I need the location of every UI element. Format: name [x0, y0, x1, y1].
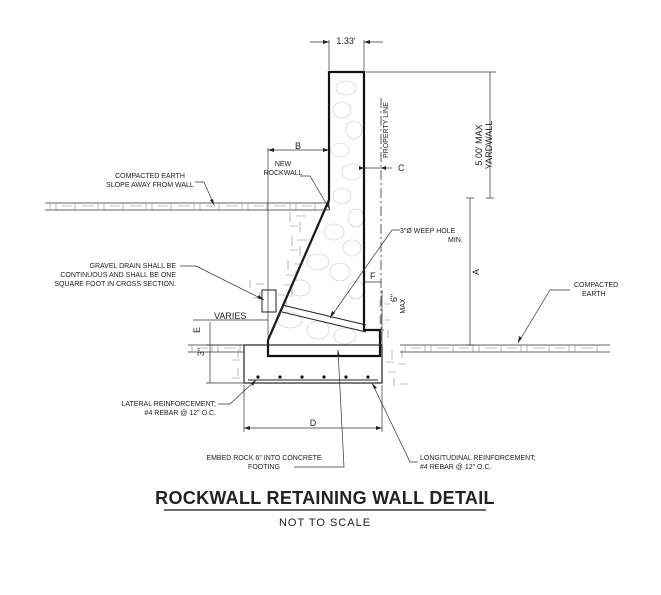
lateral-reinforcement-callout: LATERAL REINFORCEMENT; #4 REBAR @ 12" O.… — [121, 379, 257, 417]
dim-six-max: 6" MAX — [380, 290, 407, 345]
dim-b-label: B — [295, 141, 301, 151]
compacted-earth-right-callout: COMPACTED EARTH — [517, 282, 618, 344]
dim-top-width: 1.33' — [310, 36, 383, 70]
svg-text:SLOPE AWAY FROM WALL: SLOPE AWAY FROM WALL — [106, 182, 194, 189]
wall-stone-texture — [277, 80, 365, 345]
svg-text:GRAVEL DRAIN SHALL BE: GRAVEL DRAIN SHALL BE — [90, 263, 177, 270]
dim-d-label: D — [310, 418, 317, 428]
dim-c: C — [359, 163, 405, 173]
backfill-hatch — [249, 212, 307, 308]
svg-text:COMPACTED EARTH: COMPACTED EARTH — [115, 173, 185, 180]
varies-label: VARIES — [214, 311, 246, 321]
gravel-drain — [261, 289, 277, 313]
dim-e: VARIES E — [192, 311, 268, 346]
svg-text:#4 REBAR @ 12" O.C.: #4 REBAR @ 12" O.C. — [145, 410, 217, 417]
concrete-footing — [243, 344, 383, 384]
ground-hatch-left-upper — [45, 202, 330, 211]
dim-three: 3" — [196, 345, 244, 384]
dim-max-label: MAX — [400, 298, 407, 314]
svg-text:3"Ø WEEP HOLE: 3"Ø WEEP HOLE — [400, 228, 456, 235]
dim-d: D — [243, 385, 383, 432]
property-line-label: PROPERTY LINE — [383, 102, 390, 158]
weep-hole-pipe — [281, 304, 367, 333]
dim-height: 5.00' MAX YARDWALL — [366, 71, 496, 199]
drawing-subtitle: NOT TO SCALE — [279, 517, 371, 529]
new-rockwall-callout: NEW ROCKWALL — [263, 161, 331, 211]
ground-hatch-right — [400, 344, 610, 353]
dim-c-label: C — [398, 163, 405, 173]
rockwall-outline — [266, 70, 382, 358]
dim-f: F — [364, 271, 381, 283]
dim-yardwall-label: YARDWALL — [484, 121, 494, 170]
svg-text:EARTH: EARTH — [582, 291, 606, 298]
longitudinal-reinforcement-callout: LONGITUDINAL REINFORCEMENT; #4 REBAR @ 1… — [371, 382, 536, 471]
dim-six-label: 6" — [389, 294, 399, 302]
dim-e-label: E — [192, 327, 202, 333]
gravel-drain-callout: GRAVEL DRAIN SHALL BE CONTINUOUS AND SHA… — [54, 263, 265, 301]
dim-b: B — [267, 141, 329, 345]
dim-a: A — [466, 197, 481, 346]
svg-text:ROCKWALL: ROCKWALL — [263, 170, 302, 177]
svg-text:SQUARE FOOT IN CROSS SECTION.: SQUARE FOOT IN CROSS SECTION. — [54, 281, 176, 288]
svg-text:CONTINUOUS AND SHALL BE ONE: CONTINUOUS AND SHALL BE ONE — [60, 272, 176, 279]
weep-hole-callout: 3"Ø WEEP HOLE MIN. — [329, 228, 463, 319]
dim-a-label: A — [471, 269, 481, 275]
drawing-title: ROCKWALL RETAINING WALL DETAIL — [155, 488, 495, 508]
rockwall-batter-line — [267, 199, 330, 341]
svg-text:LATERAL REINFORCEMENT;: LATERAL REINFORCEMENT; — [121, 401, 216, 408]
svg-text:LONGITUDINAL REINFORCEMENT;: LONGITUDINAL REINFORCEMENT; — [420, 455, 536, 462]
dim-f-label: F — [370, 271, 376, 281]
dim-height-label: 5.00' MAX — [474, 124, 484, 165]
svg-text:EMBED ROCK 6" INTO CONCRETE: EMBED ROCK 6" INTO CONCRETE — [206, 455, 321, 462]
svg-text:NEW: NEW — [275, 161, 292, 168]
svg-text:FOOTING: FOOTING — [248, 464, 280, 471]
svg-text:COMPACTED: COMPACTED — [574, 282, 618, 289]
compacted-earth-left-callout: COMPACTED EARTH SLOPE AWAY FROM WALL — [106, 173, 215, 206]
dim-three-label: 3" — [196, 348, 206, 356]
embed-rock-callout: EMBED ROCK 6" INTO CONCRETE FOOTING — [206, 349, 345, 471]
dim-top-width-label: 1.33' — [336, 36, 356, 46]
svg-text:MIN.: MIN. — [448, 237, 463, 244]
svg-text:#4 REBAR @ 12" O.C.: #4 REBAR @ 12" O.C. — [420, 464, 492, 471]
rebar-row — [256, 375, 370, 379]
